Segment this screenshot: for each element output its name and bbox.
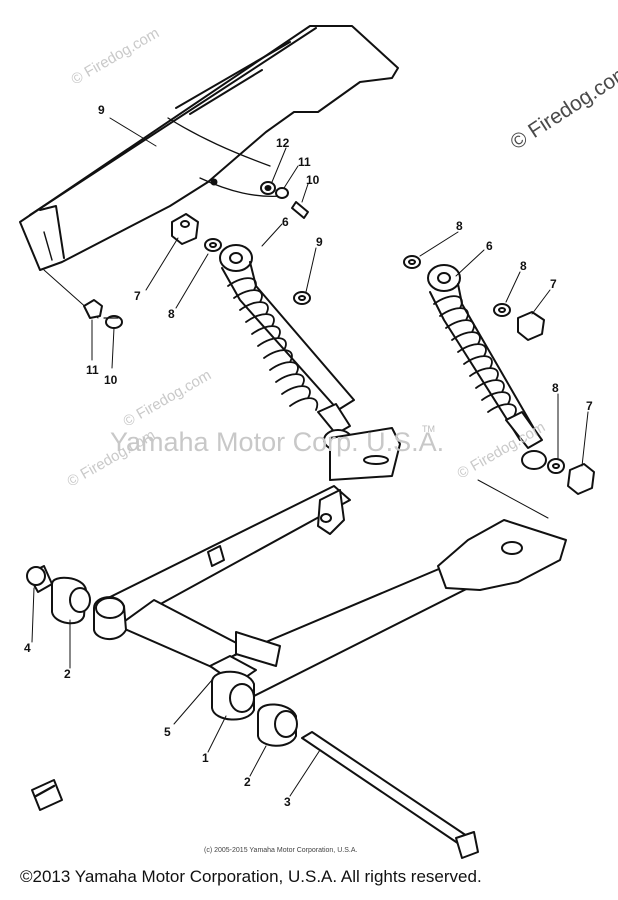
label-3: 3: [284, 795, 291, 809]
label-11-bottom: 11: [86, 363, 99, 377]
label-7-right: 7: [550, 277, 557, 291]
small-copyright: (c) 2005-2015 Yamaha Motor Corporation, …: [204, 847, 358, 854]
nut-7-left: [171, 213, 199, 245]
nut-7-right-low: [567, 463, 595, 495]
nut-7-right: [517, 311, 545, 341]
label-6-left: 6: [282, 215, 289, 229]
washer-8-right-low: [547, 458, 565, 474]
label-6-right: 6: [486, 239, 493, 253]
right-shock-absorber: [427, 264, 547, 470]
label-11-top: 11: [298, 155, 311, 169]
label-2-left: 2: [64, 667, 71, 681]
washer-8-right-top: [403, 255, 421, 269]
bushing-1: [211, 670, 255, 721]
nut-11-bottom: [83, 299, 103, 319]
label-10-bottom: 10: [104, 373, 118, 387]
label-leaders: [31, 117, 589, 797]
label-9-cover: 9: [98, 103, 105, 117]
label-8-right: 8: [520, 259, 527, 273]
swing-arm: [93, 485, 567, 701]
bolt-10-top: [291, 201, 309, 219]
washer-12: [260, 181, 276, 195]
label-7-left: 7: [134, 289, 141, 303]
label-8-right-low: 8: [552, 381, 559, 395]
label-4: 4: [24, 641, 31, 655]
bushing-2-left: [51, 576, 91, 625]
washer-11-top: [275, 187, 289, 199]
label-8-right-top: 8: [456, 219, 463, 233]
label-12: 12: [276, 136, 290, 150]
label-5: 5: [164, 725, 171, 739]
label-7-right-low: 7: [586, 399, 593, 413]
pivot-shaft-3: [301, 731, 479, 859]
collar-4: [26, 565, 53, 593]
label-9-left: 9: [316, 235, 323, 249]
bushing-2-bottom: [257, 703, 298, 747]
washer-9-left: [293, 291, 311, 305]
part-number-labels: 9 12 11 10 6 7 8 9 11 10 8 6 8 7 8 7 4 2…: [24, 103, 593, 809]
footer-copyright: ©2013 Yamaha Motor Corporation, U.S.A. A…: [20, 867, 482, 886]
label-10-top: 10: [306, 173, 320, 187]
yamaha-center-watermark: Yamaha Motor Corp. U.S.A.: [110, 427, 445, 457]
washer-8-right: [493, 303, 511, 317]
label-2-bottom: 2: [244, 775, 251, 789]
leader-right-shock: [477, 479, 549, 519]
chain-case-cover: [19, 25, 399, 271]
bolt-10-bottom: [103, 315, 123, 329]
label-8-left: 8: [168, 307, 175, 321]
left-shock-absorber: [219, 244, 401, 481]
trademark-mark: TM: [422, 424, 435, 434]
front-arrow-icon: [31, 779, 63, 811]
label-1: 1: [202, 751, 209, 765]
washer-8-left: [204, 238, 222, 252]
